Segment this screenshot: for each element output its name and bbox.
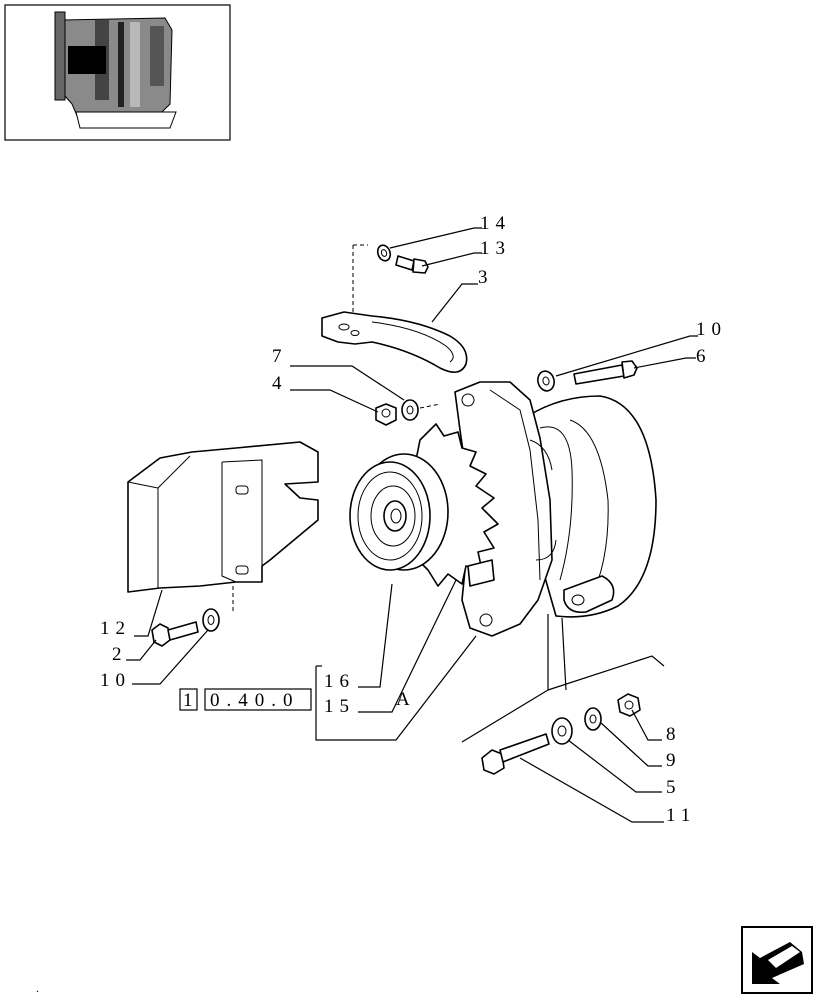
washer-5	[551, 717, 573, 745]
callout-4: 4	[272, 373, 288, 394]
reference-box-1-text: 1	[183, 690, 193, 711]
washer-14	[376, 244, 392, 262]
engine-locator-thumbnail[interactable]	[4, 4, 231, 141]
bracket-3	[321, 311, 468, 373]
callout-12: 12	[100, 618, 131, 639]
footer-mark: .	[36, 981, 39, 995]
washer-10-top	[537, 370, 555, 392]
reference-box-2	[204, 688, 312, 711]
callout-6: 6	[696, 346, 712, 367]
nut-8	[617, 693, 641, 717]
alternator	[349, 381, 657, 637]
callout-15: 15	[324, 696, 355, 717]
callout-13: 13	[480, 238, 511, 259]
callout-2: 2	[112, 644, 128, 665]
reference-box-1	[179, 688, 198, 711]
callout-A: A	[396, 689, 416, 710]
bolt-2	[151, 621, 199, 647]
callout-9: 9	[666, 750, 682, 771]
callout-14: 14	[480, 213, 511, 234]
nut-4	[375, 403, 397, 426]
callout-3: 3	[478, 267, 494, 288]
engine-thumbnail-icon	[54, 11, 177, 129]
callout-5: 5	[666, 777, 682, 798]
callout-10-left: 10	[100, 670, 131, 691]
washer-10-left	[202, 608, 220, 632]
bolt-6	[573, 360, 638, 385]
callout-11: 11	[666, 805, 696, 826]
callout-7: 7	[272, 346, 288, 367]
washer-7	[401, 399, 419, 421]
callout-8: 8	[666, 724, 682, 745]
shield-plate-12	[127, 441, 319, 593]
callout-16: 16	[324, 671, 355, 692]
bolt-13	[395, 255, 429, 274]
washer-9	[584, 707, 602, 731]
reference-link[interactable]: 1 0.40.0	[179, 688, 312, 711]
bolt-11	[481, 733, 550, 775]
next-page-arrow-icon[interactable]	[741, 926, 813, 994]
reference-box-2-text: 0.40.0	[210, 690, 300, 711]
highlight-area	[68, 46, 106, 74]
callout-10-top: 10	[696, 319, 727, 340]
leader-lines	[126, 227, 698, 823]
